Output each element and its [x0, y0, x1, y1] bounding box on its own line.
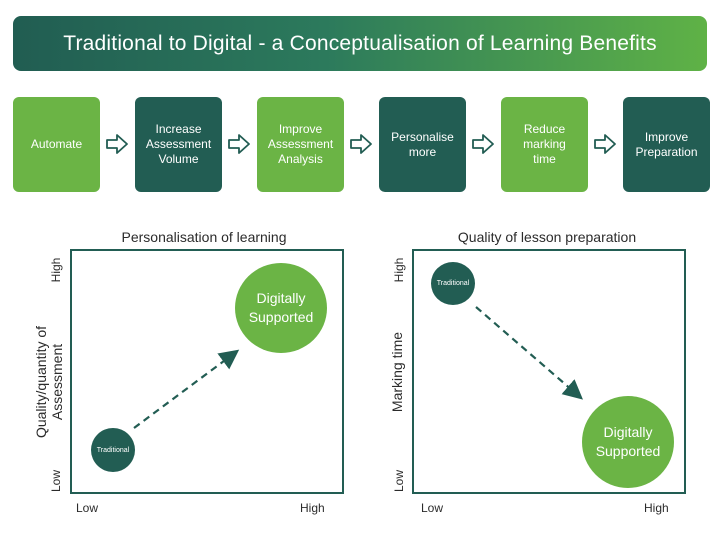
- step-improve-assessment-analysis: Improve Assessment Analysis: [257, 97, 344, 192]
- step-personalise-more: Personalise more: [379, 97, 466, 192]
- plot2-digital-label: Digitally Supported: [595, 424, 661, 459]
- plot2-digital-circle: Digitally Supported: [582, 396, 674, 488]
- plot1-x-high-label: High: [300, 501, 325, 515]
- plot1-traditional-circle: Traditional: [91, 428, 135, 472]
- plot1-frame: [70, 249, 344, 494]
- step-label: Automate: [30, 137, 83, 151]
- plot1-digital-circle: Digitally Supported: [235, 263, 327, 353]
- plot2-traditional-label: Traditional: [436, 280, 470, 287]
- plot2-y-axis-label: Marking time: [389, 331, 405, 413]
- right-arrow-icon: [350, 134, 372, 154]
- plot1-title: Personalisation of learning: [121, 229, 287, 245]
- plot1-y-high-label: High: [49, 257, 63, 283]
- plot2-x-high-label: High: [644, 501, 669, 515]
- plot2-traditional-circle: Traditional: [431, 262, 475, 305]
- step-label: Personalise more: [391, 129, 454, 159]
- step-label: Increase Assessment Volume: [145, 122, 212, 166]
- plot1-traditional-label: Traditional: [96, 446, 130, 454]
- step-increase-assessment-volume: Increase Assessment Volume: [135, 97, 222, 192]
- right-arrow-icon: [106, 134, 128, 154]
- page-title: Traditional to Digital - a Conceptualisa…: [63, 31, 657, 55]
- plot2-frame: [412, 249, 686, 494]
- step-label: Improve Preparation: [635, 129, 698, 159]
- plot1-y-axis-label: Quality/quantity of Assessment: [33, 325, 65, 439]
- right-arrow-icon: [472, 134, 494, 154]
- plot2-y-high-label: High: [392, 257, 406, 283]
- plot1-y-low-label: Low: [49, 470, 63, 493]
- step-label: Improve Assessment Analysis: [267, 122, 334, 166]
- step-improve-preparation: Improve Preparation: [623, 97, 710, 192]
- title-banner: Traditional to Digital - a Conceptualisa…: [13, 16, 707, 71]
- step-automate: Automate: [13, 97, 100, 192]
- plot1-digital-label: Digitally Supported: [248, 290, 314, 325]
- step-reduce-marking-time: Reduce marking time: [501, 97, 588, 192]
- step-label: Reduce marking time: [523, 122, 566, 166]
- plot2-y-low-label: Low: [392, 470, 406, 493]
- right-arrow-icon: [228, 134, 250, 154]
- right-arrow-icon: [594, 134, 616, 154]
- plot2-x-low-label: Low: [421, 501, 444, 515]
- plot1-x-low-label: Low: [76, 501, 99, 515]
- plot2-title: Quality of lesson preparation: [457, 229, 637, 245]
